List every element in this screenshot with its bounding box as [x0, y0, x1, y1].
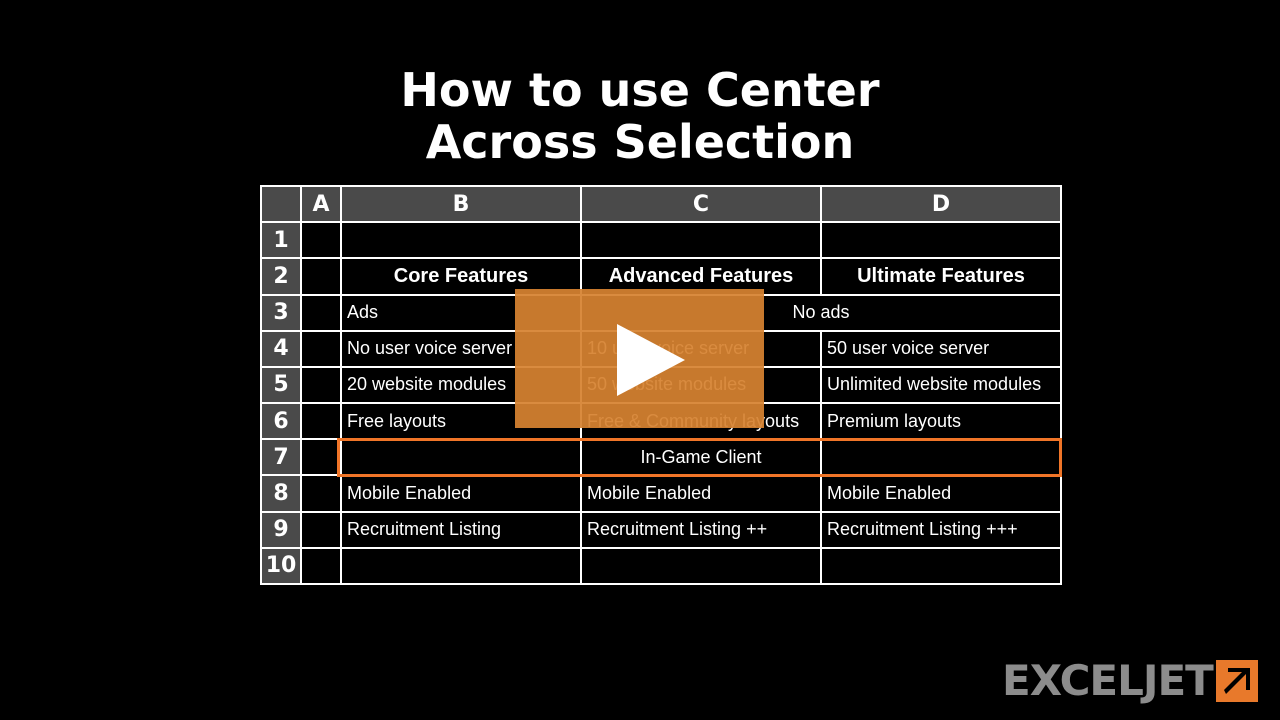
- row-header: 2: [260, 257, 302, 296]
- arrow-mark-icon: [1216, 660, 1258, 702]
- cell-c1: [580, 221, 822, 260]
- exceljet-logo: EXCELJET: [1002, 658, 1262, 704]
- row-header: 10: [260, 546, 302, 586]
- cell-a4: [300, 329, 342, 368]
- row-header: 3: [260, 293, 302, 332]
- row-header: 6: [260, 402, 302, 441]
- column-header-row: A B C D: [260, 184, 1062, 224]
- column-header-a: A: [300, 184, 342, 224]
- cell-a10: [300, 546, 342, 586]
- cell-d6: Premium layouts: [820, 402, 1062, 441]
- cell-d9: Recruitment Listing +++: [820, 510, 1062, 549]
- table-row: 7 In-Game Client: [260, 438, 1062, 477]
- row-header: 5: [260, 365, 302, 405]
- cell-b10: [340, 546, 582, 586]
- table-row: 10: [260, 546, 1062, 586]
- row-header: 9: [260, 510, 302, 549]
- title-line-1: How to use Center: [400, 63, 880, 117]
- cell-a1: [300, 221, 342, 260]
- cell-c7: In-Game Client: [580, 438, 822, 477]
- row-header: 7: [260, 438, 302, 477]
- cell-d4: 50 user voice server: [820, 329, 1062, 368]
- cell-c9: Recruitment Listing ++: [580, 510, 822, 549]
- cell-d8: Mobile Enabled: [820, 474, 1062, 513]
- column-header-d: D: [820, 184, 1062, 224]
- cell-a6: [300, 402, 342, 441]
- cell-b8: Mobile Enabled: [340, 474, 582, 513]
- table-row: 9 Recruitment Listing Recruitment Listin…: [260, 510, 1062, 549]
- column-header-c: C: [580, 184, 822, 224]
- cell-a3: [300, 293, 342, 332]
- row-header: 1: [260, 221, 302, 260]
- cell-a2: [300, 257, 342, 296]
- cell-b9: Recruitment Listing: [340, 510, 582, 549]
- play-icon: [617, 324, 685, 396]
- cell-b2: Core Features: [340, 257, 582, 296]
- cell-a5: [300, 365, 342, 405]
- cell-d1: [820, 221, 1062, 260]
- play-button[interactable]: [515, 289, 764, 428]
- video-title: How to use Center Across Selection: [0, 64, 1280, 168]
- table-row: 8 Mobile Enabled Mobile Enabled Mobile E…: [260, 474, 1062, 513]
- cell-a7: [300, 438, 342, 477]
- cell-c8: Mobile Enabled: [580, 474, 822, 513]
- cell-c10: [580, 546, 822, 586]
- cell-d7: [820, 438, 1062, 477]
- corner-cell: [260, 184, 302, 224]
- row-header: 8: [260, 474, 302, 513]
- column-header-b: B: [340, 184, 582, 224]
- cell-d2: Ultimate Features: [820, 257, 1062, 296]
- title-line-2: Across Selection: [425, 115, 855, 169]
- cell-a8: [300, 474, 342, 513]
- cell-d10: [820, 546, 1062, 586]
- cell-b7: [340, 438, 582, 477]
- cell-b1: [340, 221, 582, 260]
- cell-a9: [300, 510, 342, 549]
- brand-wordmark: EXCELJET: [1002, 656, 1214, 705]
- table-row: 1: [260, 221, 1062, 260]
- row-header: 4: [260, 329, 302, 368]
- cell-d5: Unlimited website modules: [820, 365, 1062, 405]
